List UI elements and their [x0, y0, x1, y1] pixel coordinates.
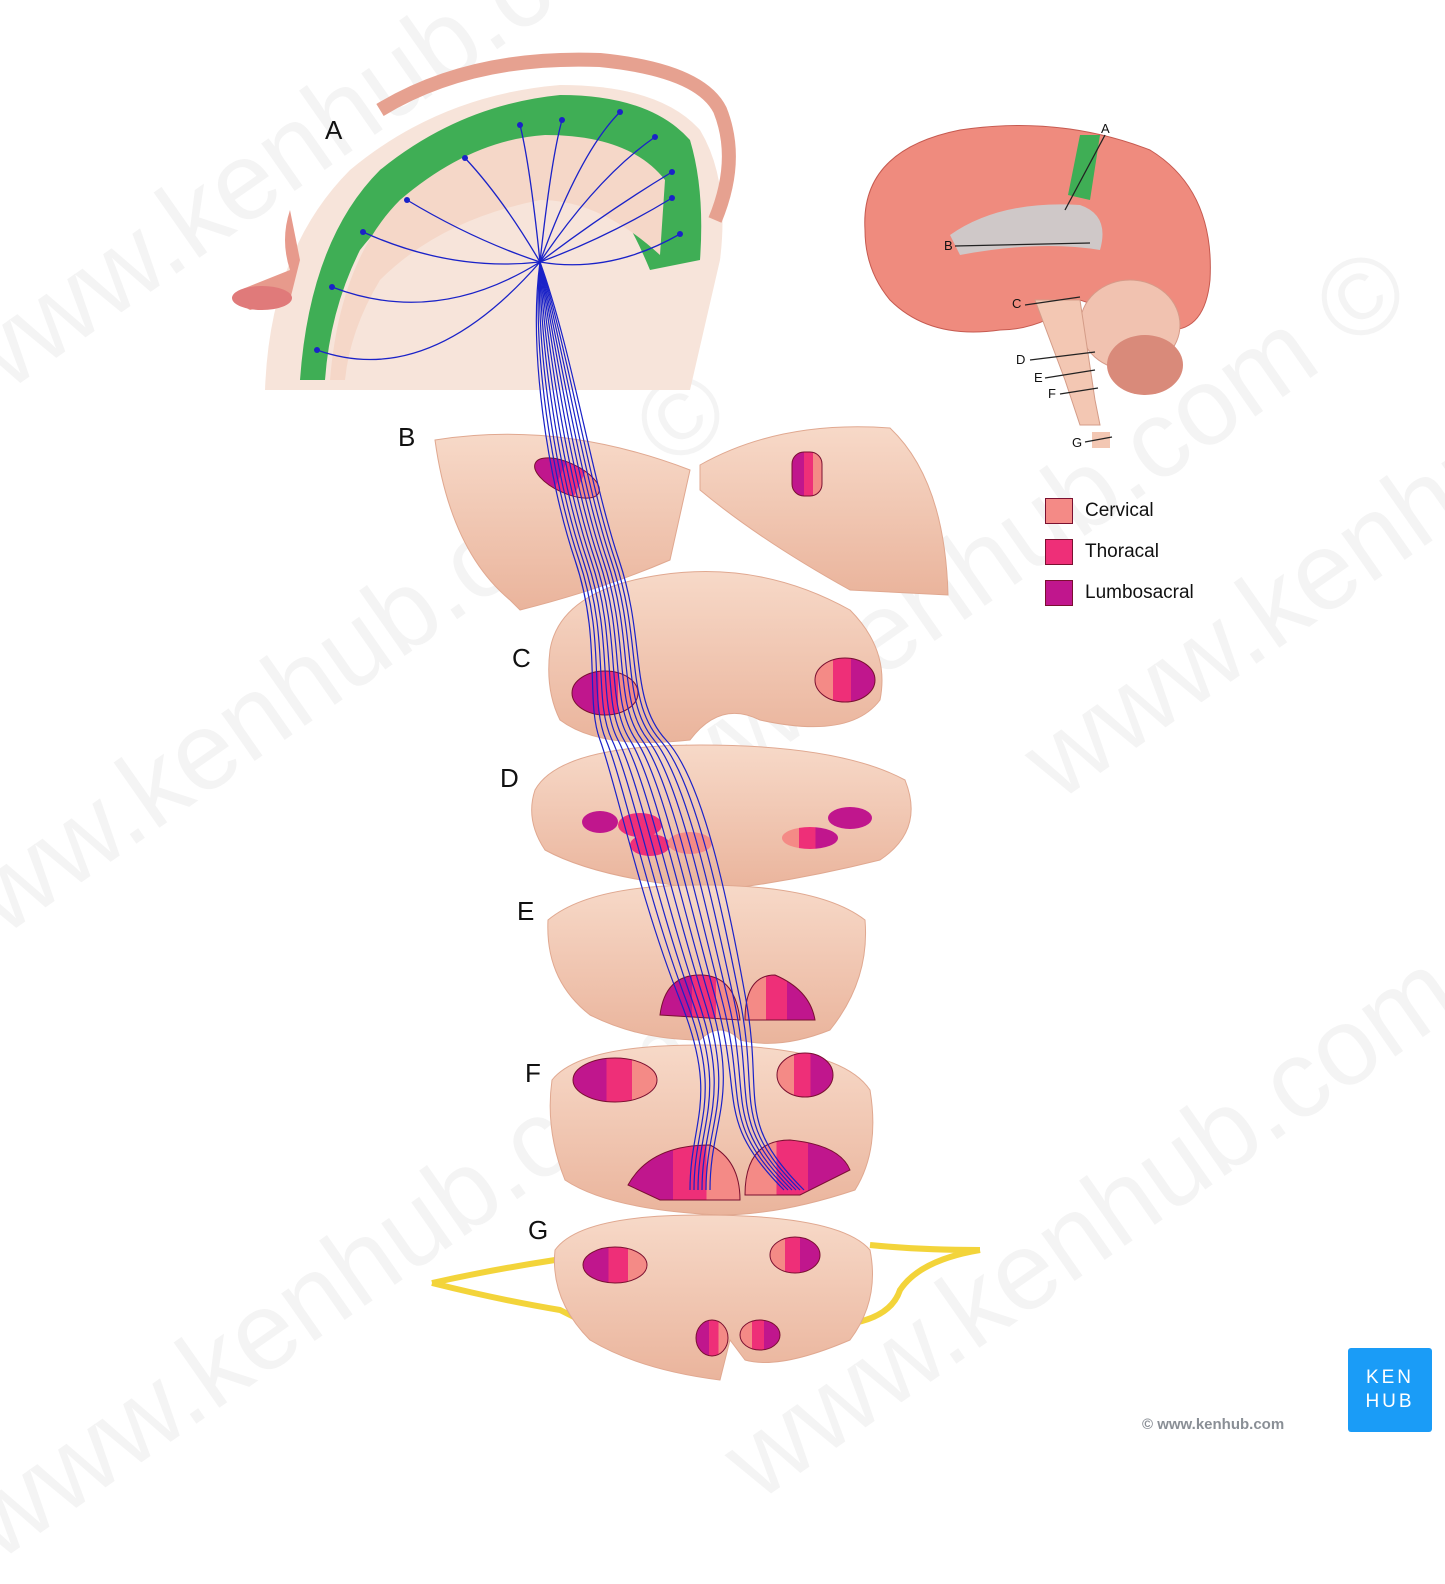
- fiber: [539, 261, 801, 1191]
- section-c-pons: [548, 571, 883, 743]
- legend: Cervical Thoracal Lumbosacral: [1045, 490, 1194, 613]
- neuron-dot: [360, 229, 366, 235]
- inset-label-g: G: [1072, 435, 1083, 450]
- neuron-dot: [462, 155, 468, 161]
- fiber: [539, 261, 805, 1191]
- fiber: [538, 261, 711, 1191]
- inset-label-a: A: [1101, 121, 1110, 136]
- legend-swatch: [1045, 579, 1073, 606]
- section-label-a: A: [325, 115, 343, 145]
- neuron-dot: [559, 117, 565, 123]
- fiber: [331, 261, 541, 303]
- fiber: [539, 261, 720, 1191]
- inset-label-e: E: [1034, 370, 1043, 385]
- section-g-lumbosacral-cord: [431, 1214, 981, 1381]
- fiber: [539, 233, 681, 266]
- inset-label-c: C: [1012, 296, 1022, 311]
- corticospinal-tract-illustration: [232, 52, 1211, 1381]
- fiber: [406, 199, 541, 263]
- neuron-dot: [652, 134, 658, 140]
- fiber: [539, 261, 793, 1191]
- fiber: [316, 261, 541, 361]
- section-label-d: D: [500, 763, 519, 793]
- section-f-cervical-cord: [549, 1044, 874, 1216]
- corticospinal-fibers: [314, 109, 805, 1191]
- inset-label-d: D: [1016, 352, 1026, 367]
- fiber: [539, 197, 673, 263]
- sagittal-brain-inset: [864, 125, 1211, 448]
- legend-item-thoracal: Thoracal: [1045, 531, 1194, 572]
- neuron-dot: [669, 195, 675, 201]
- fiber: [535, 261, 702, 1191]
- fiber: [539, 111, 621, 263]
- legend-label: Cervical: [1085, 499, 1154, 521]
- section-label-b: B: [398, 422, 416, 452]
- neuron-dot: [669, 169, 675, 175]
- fiber: [539, 136, 656, 263]
- legend-swatch: [1045, 538, 1073, 565]
- section-label-c: C: [512, 643, 531, 673]
- section-label-g: G: [528, 1215, 549, 1245]
- fiber: [539, 119, 563, 263]
- section-d-medulla-upper: [531, 744, 912, 891]
- section-label-e: E: [517, 896, 535, 926]
- legend-label: Thoracal: [1085, 540, 1159, 562]
- fiber: [539, 171, 673, 263]
- section-a-brain-coronal: [232, 52, 736, 390]
- fiber: [539, 261, 789, 1191]
- copyright-text: © www.kenhub.com: [1142, 1416, 1285, 1433]
- logo-text: HUB: [1365, 1391, 1415, 1412]
- legend-label: Lumbosacral: [1085, 581, 1194, 603]
- logo-text: KEN: [1365, 1367, 1415, 1388]
- inset-label-f: F: [1048, 386, 1056, 401]
- fiber: [362, 231, 541, 265]
- legend-item-lumbosacral: Lumbosacral: [1045, 572, 1194, 613]
- neuron-dot: [517, 122, 523, 128]
- kenhub-logo[interactable]: KEN HUB: [1348, 1348, 1432, 1432]
- neuron-dot: [677, 231, 683, 237]
- fiber: [464, 157, 541, 263]
- fiber: [539, 261, 785, 1191]
- inset-label-b: B: [944, 238, 953, 253]
- neuron-dot: [329, 284, 335, 290]
- fiber: [539, 261, 724, 1191]
- legend-item-cervical: Cervical: [1045, 490, 1194, 531]
- section-label-f: F: [525, 1058, 541, 1088]
- fiber: [537, 261, 706, 1191]
- fiber: [539, 261, 797, 1191]
- fiber: [539, 261, 715, 1191]
- neuron-dot: [617, 109, 623, 115]
- legend-swatch: [1045, 497, 1073, 524]
- neuron-dot: [314, 347, 320, 353]
- fiber: [519, 124, 541, 263]
- neuron-dot: [404, 197, 410, 203]
